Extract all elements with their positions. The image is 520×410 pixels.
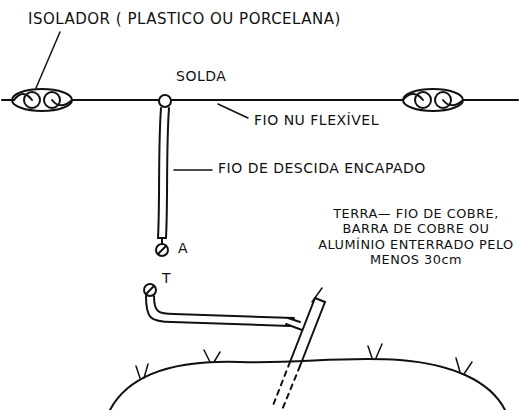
terminal-label: T	[160, 270, 173, 287]
ground-rod	[272, 298, 325, 410]
part-label: ISOLADOR ( PLASTICO OU PORCELANA)	[26, 10, 343, 28]
terminal-t-screw	[146, 286, 154, 294]
part-label: SOLDA	[174, 68, 228, 85]
terminal-label: A	[176, 240, 190, 257]
terminal-a-screw	[158, 246, 166, 254]
grass	[136, 344, 472, 378]
leader-terra	[312, 288, 322, 302]
leader-isolador	[36, 32, 60, 88]
leader-descida	[174, 169, 212, 171]
insulator-right	[403, 89, 518, 111]
part-label: FIO NU FLEXÍVEL	[252, 112, 381, 129]
note-label: TERRA— FIO DE COBRE, BARRA DE COBRE OU A…	[314, 206, 518, 268]
ground-wire	[146, 296, 294, 326]
insulator-left	[2, 89, 72, 111]
part-label: FIO DE DESCIDA ENCAPADO	[216, 160, 428, 177]
terminal-t	[144, 284, 156, 296]
solder-point	[159, 95, 171, 107]
soil-mound	[110, 359, 505, 410]
down-lead	[158, 108, 169, 244]
leader-fio-nu	[218, 104, 248, 118]
terminal-a	[156, 244, 168, 256]
bare-wire	[72, 99, 403, 101]
